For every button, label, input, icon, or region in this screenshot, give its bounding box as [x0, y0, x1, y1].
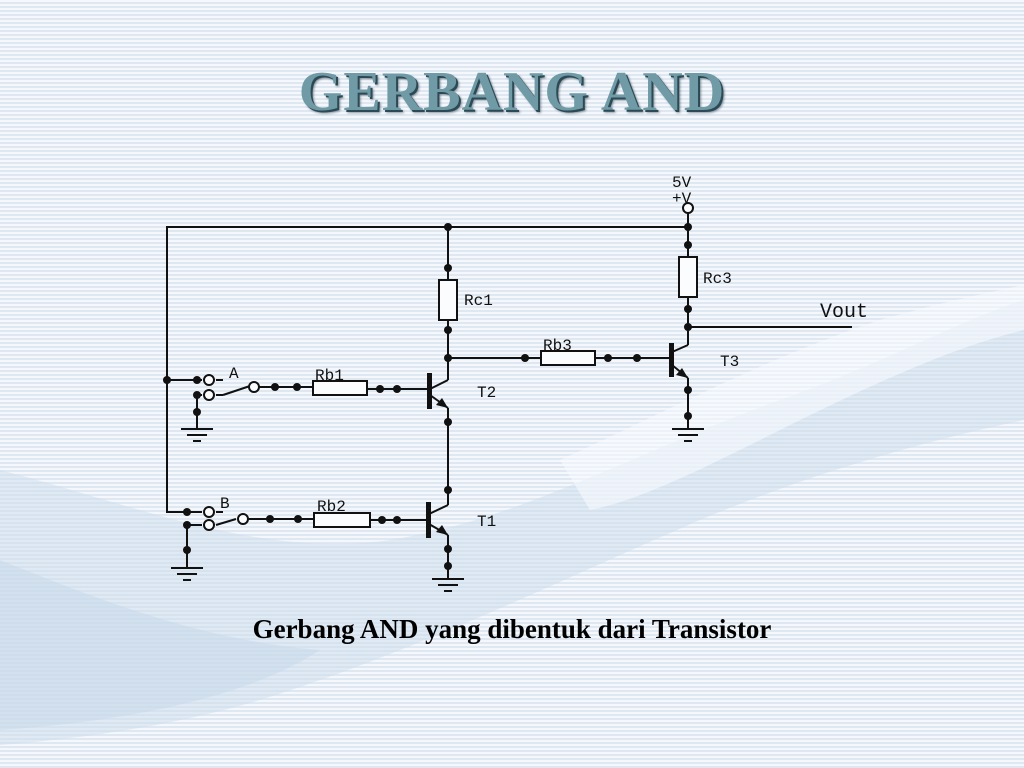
- t2-base-bar: [427, 373, 432, 409]
- t3-label: T3: [720, 353, 739, 371]
- ground-a: [181, 428, 213, 442]
- resistor-rc1: [438, 279, 458, 321]
- supply-label: +V: [672, 190, 692, 208]
- ground-t1: [432, 578, 464, 592]
- t2-emitter-arrow: [436, 398, 448, 408]
- t3-emitter-arrow: [676, 368, 688, 378]
- slide-title: GERBANG AND: [298, 61, 726, 123]
- switch-b-terminal-1: [203, 506, 215, 518]
- switch-a-terminal-3: [248, 381, 260, 393]
- rc1-label: Rc1: [464, 292, 493, 310]
- t1-emitter-arrow: [436, 525, 448, 535]
- ground-b: [171, 567, 203, 581]
- resistor-rc3: [678, 256, 698, 298]
- resistor-rb2: [313, 512, 371, 528]
- supply-voltage-label: 5V: [672, 174, 692, 192]
- resistor-rb1: [312, 380, 368, 396]
- resistors: [312, 256, 698, 528]
- vout-label: Vout: [820, 301, 868, 324]
- t1-label: T1: [477, 513, 496, 531]
- ground-t3: [672, 428, 704, 442]
- switch-a-terminal-1: [203, 374, 215, 386]
- transistor-bases: [426, 343, 688, 538]
- junction-dots: [163, 223, 692, 570]
- rb3-label: Rb3: [543, 337, 572, 355]
- supply-terminal: [682, 202, 694, 214]
- switch-b-terminal-2: [203, 519, 215, 531]
- switch-a-terminal-2: [203, 389, 215, 401]
- switch-b-terminal-3: [237, 513, 249, 525]
- rb2-label: Rb2: [317, 498, 346, 516]
- rb1-label: Rb1: [315, 367, 344, 385]
- input-b-label: B: [220, 495, 230, 513]
- rc3-label: Rc3: [703, 270, 732, 288]
- t3-base-bar: [669, 343, 674, 377]
- switch-terminals: [203, 202, 694, 531]
- slide-caption: Gerbang AND yang dibentuk dari Transisto…: [252, 614, 772, 644]
- input-a-label: A: [229, 365, 239, 383]
- ground-symbols: [171, 428, 704, 592]
- t2-label: T2: [477, 384, 496, 402]
- resistor-rb3: [540, 350, 596, 366]
- t1-base-bar: [426, 502, 431, 538]
